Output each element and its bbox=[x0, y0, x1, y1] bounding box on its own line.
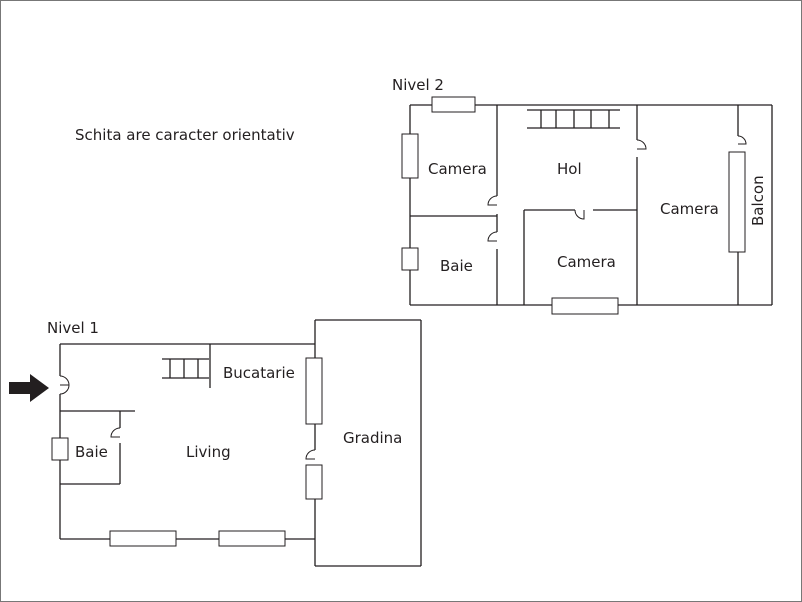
room-balcon: Balcon bbox=[749, 175, 767, 226]
level-2-labels: Camera Hol Camera Balcon Baie Camera bbox=[428, 160, 767, 275]
room-living: Living bbox=[186, 443, 231, 461]
orientative-note: Schita are caracter orientativ bbox=[75, 126, 295, 144]
door-camera-left bbox=[487, 195, 498, 206]
window-garden-top bbox=[305, 357, 323, 425]
window-top bbox=[431, 96, 476, 113]
door-baie bbox=[487, 231, 498, 242]
room-hol: Hol bbox=[557, 160, 582, 178]
level-2-stairs bbox=[527, 109, 620, 129]
window-garden-bottom bbox=[305, 464, 323, 500]
level-2-plan: Nivel 2 bbox=[392, 76, 773, 315]
door-camera-center bbox=[574, 209, 585, 220]
window-bottom-left bbox=[109, 530, 177, 547]
arrow-right-icon bbox=[9, 374, 49, 402]
level-1-windows bbox=[51, 357, 323, 547]
window-bottom-right bbox=[218, 530, 286, 547]
room-camera-right: Camera bbox=[660, 200, 719, 218]
door-balcon bbox=[737, 135, 747, 145]
room-baie-level-2: Baie bbox=[440, 257, 473, 275]
room-camera-left: Camera bbox=[428, 160, 487, 178]
room-gradina: Gradina bbox=[343, 429, 402, 447]
room-baie-level-1: Baie bbox=[75, 443, 108, 461]
level-1-labels: Bucatarie Baie Living Gradina bbox=[75, 364, 402, 461]
door-gradina bbox=[305, 449, 316, 460]
window-left-camera bbox=[401, 133, 419, 179]
window-left-baie bbox=[401, 247, 419, 271]
room-bucatarie: Bucatarie bbox=[223, 364, 295, 382]
level-1-doors bbox=[59, 375, 316, 460]
window-baie bbox=[51, 437, 69, 461]
door-entrance bbox=[59, 375, 70, 395]
level-2-title: Nivel 2 bbox=[392, 76, 444, 94]
level-2-doors bbox=[487, 135, 747, 242]
level-1-stairs bbox=[162, 358, 209, 379]
door-baie-level-1 bbox=[110, 427, 121, 438]
level-1-title: Nivel 1 bbox=[47, 319, 99, 337]
door-camera-right bbox=[636, 139, 647, 150]
level-1-plan: Nivel 1 bbox=[9, 319, 422, 567]
level-2-windows bbox=[401, 96, 746, 315]
window-bottom bbox=[551, 297, 619, 315]
room-camera-center: Camera bbox=[557, 253, 616, 271]
level-1-walls bbox=[59, 319, 422, 567]
window-balcon-door bbox=[728, 151, 746, 253]
